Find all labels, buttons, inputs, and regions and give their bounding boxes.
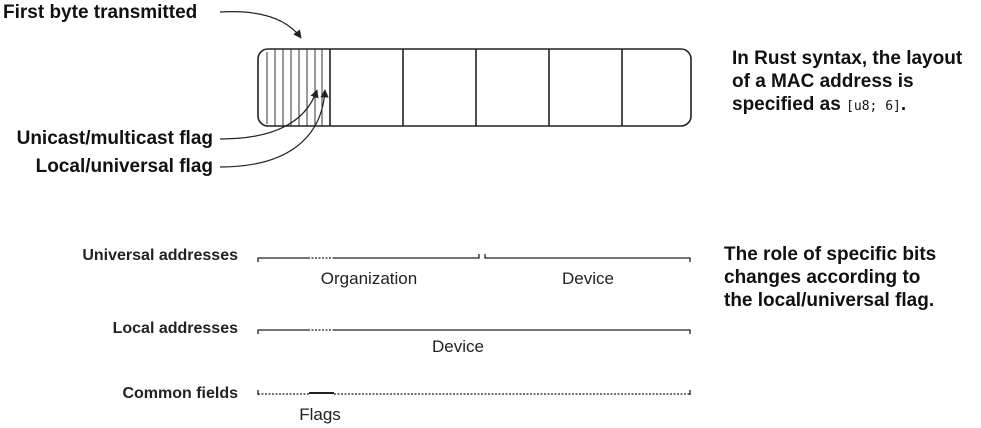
rust-note-prefix: specified as [732, 94, 847, 115]
rust-note-suffix: . [900, 94, 907, 115]
role-note-line-3: the local/universal flag. [724, 290, 935, 311]
rust-note-line-3: specified as [u8; 6]. [732, 93, 977, 118]
common-fields-label: Common fields [122, 385, 238, 402]
first-byte-bit-hatching [266, 49, 323, 126]
local-universal-flag-label: Local/universal flag [36, 156, 213, 177]
unicast-multicast-flag-label: Unicast/multicast flag [17, 128, 213, 149]
common-bracket [257, 390, 691, 395]
first-byte-label: First byte transmitted [3, 2, 197, 23]
universal-bracket [257, 254, 691, 262]
rust-code: [u8; 6] [846, 99, 901, 114]
unicast-flag-arrow [219, 89, 319, 140]
local-addresses-label: Local addresses [113, 320, 239, 337]
bit-role-note: The role of specific bits changes accord… [724, 243, 974, 312]
flags-label: Flags [299, 405, 341, 424]
organization-label: Organization [321, 269, 417, 288]
first-byte-arrow [219, 11, 302, 39]
local-device-label: Device [432, 337, 484, 356]
rust-note-line-1: In Rust syntax, the layout [732, 48, 963, 69]
local-bracket [257, 329, 691, 334]
role-note-line-1: The role of specific bits [724, 244, 937, 265]
rust-note-line-2: of a MAC address is [732, 71, 914, 92]
universal-addresses-label: Universal addresses [82, 247, 238, 264]
local-flag-arrow [219, 89, 329, 168]
byte-dividers [329, 49, 623, 126]
rust-syntax-note: In Rust syntax, the layout of a MAC addr… [732, 47, 977, 118]
byte-array [257, 48, 692, 127]
byte-array-outline [257, 48, 692, 127]
role-note-line-2: changes according to [724, 267, 921, 288]
universal-device-label: Device [562, 269, 614, 288]
